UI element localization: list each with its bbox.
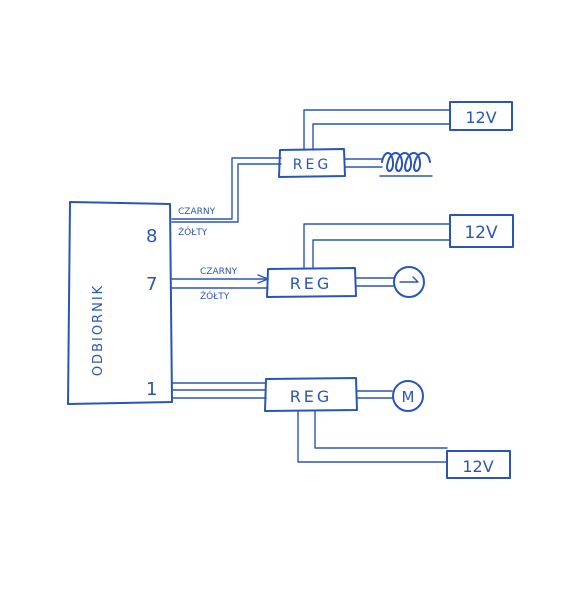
mid-power-wire-2	[312, 239, 451, 269]
coil-icon	[381, 152, 431, 172]
top-power-wire-1	[303, 109, 451, 151]
branch-middle: CZARNY ŻÓŁTY REG 12V	[171, 214, 514, 302]
mid-wire-yellow-label: ŻÓŁTY	[200, 290, 230, 302]
branch-bottom: REG 12V M	[171, 377, 511, 479]
reg-top-label: REG	[293, 157, 331, 173]
top-wire-yellow-label: ŻÓŁTY	[178, 226, 208, 238]
power-bottom-label: 12V	[462, 457, 493, 476]
power-top-box	[449, 101, 513, 131]
mid-wire-black-label: CZARNY	[200, 267, 238, 277]
lamp-icon	[393, 266, 425, 298]
bottom-power-wire-2	[314, 410, 448, 449]
power-middle-box	[449, 214, 514, 248]
receiver-block: ODBIORNIK 8 7 1	[67, 201, 173, 405]
power-middle-label: 12V	[464, 223, 498, 243]
power-top-label: 12V	[465, 108, 496, 127]
motor-icon	[392, 380, 424, 412]
pin-8-label: 8	[146, 226, 157, 247]
top-wire-black-label: CZARNY	[178, 207, 216, 217]
reg-top-box	[278, 148, 346, 178]
coil-wires	[344, 158, 383, 168]
bottom-signal-wires	[171, 382, 267, 399]
motor-wires	[356, 390, 393, 399]
reg-bottom-box	[264, 377, 358, 412]
top-power-wire-2	[312, 123, 451, 151]
power-bottom-box	[446, 450, 511, 479]
bottom-power-wire-1	[297, 410, 448, 463]
top-wire-black	[171, 157, 282, 220]
motor-label: M	[402, 388, 415, 406]
reg-bottom-label: REG	[290, 387, 333, 406]
lamp-symbol	[399, 276, 419, 283]
top-wire-yellow	[171, 163, 282, 223]
receiver-outline	[67, 201, 173, 405]
mid-power-wire-1	[303, 223, 451, 269]
reg-middle-box	[266, 267, 357, 298]
pin-7-label: 7	[146, 274, 157, 295]
receiver-label: ODBIORNIK	[91, 284, 106, 376]
branch-top: CZARNY ŻÓŁTY REG 12V	[171, 101, 513, 238]
pin-1-label: 1	[146, 379, 157, 400]
reg-middle-label: REG	[290, 274, 333, 293]
lamp-wires	[355, 277, 395, 287]
